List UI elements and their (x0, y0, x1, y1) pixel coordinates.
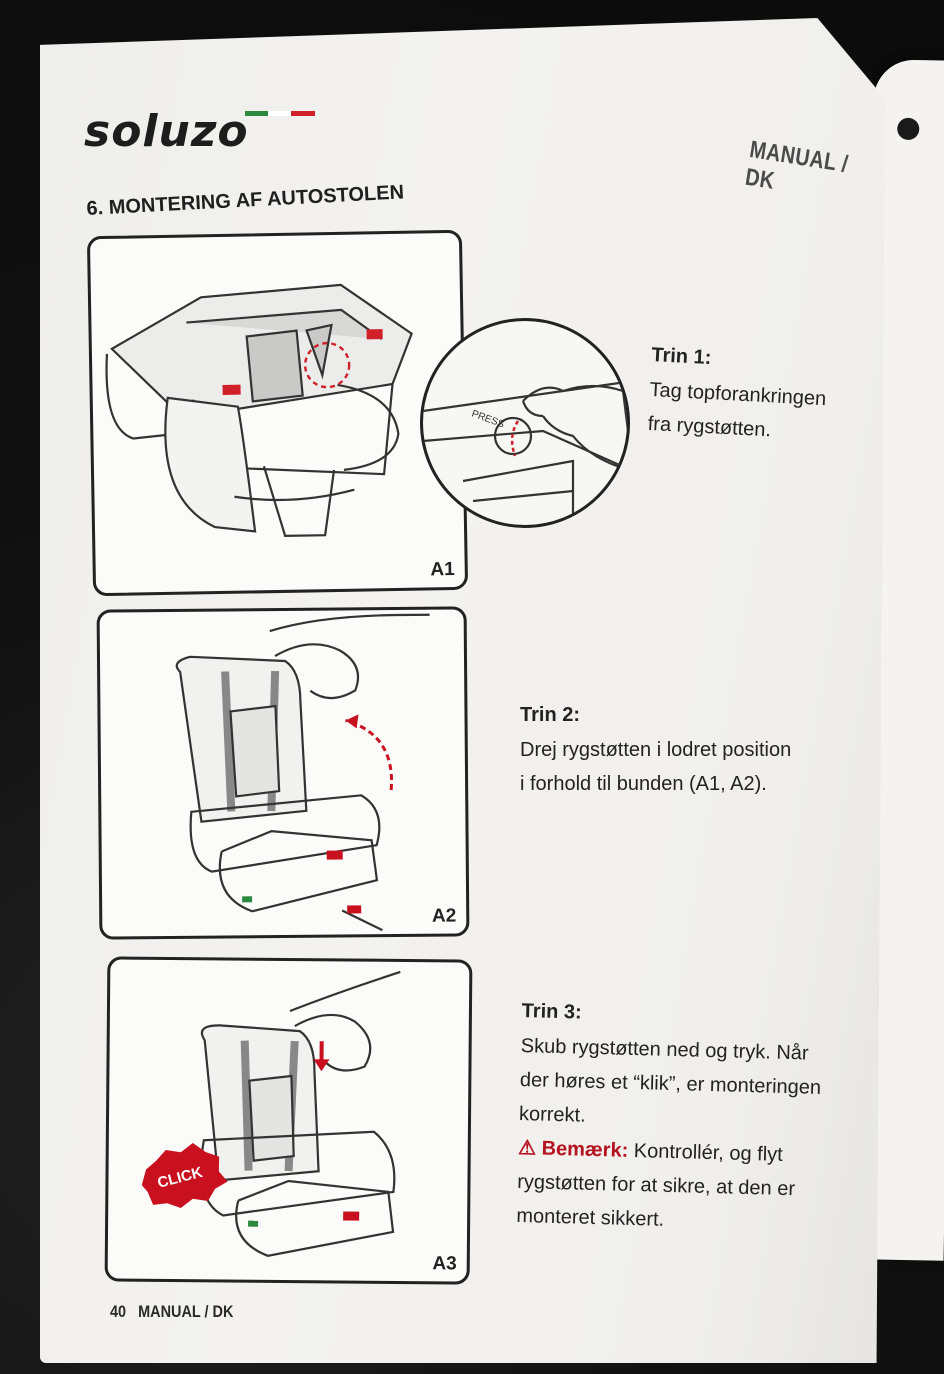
illustration-panel-a2: A2 (96, 606, 470, 940)
car-seat-upright-icon (175, 613, 430, 932)
step-2-line-2: i forhold til bunden (A1, A2). (520, 773, 767, 795)
step-2-title: Trin 2: (520, 704, 581, 726)
car-seat-click-icon: CLICK (141, 970, 401, 1257)
binder-hole-icon (897, 117, 920, 141)
step-1: Trin 1: Tag topforankringen fra rygstøtt… (647, 344, 829, 450)
header-section-label: MANUAL / DK (743, 136, 850, 195)
step-3: Trin 3: Skub rygstøtten ned og tryk. Når… (516, 1000, 823, 1241)
step-2: Trin 2: Drej rygstøtten i lodret positio… (520, 704, 791, 801)
press-button-zoom-icon: PRESS (423, 379, 627, 525)
press-text: PRESS (470, 408, 506, 430)
page-number: 40 (110, 1302, 127, 1321)
warning-label: ⚠ Bemærk: (517, 1136, 629, 1162)
logo-flag-bar (245, 111, 315, 116)
panel-label-a3: A3 (432, 1253, 457, 1275)
illustration-panel-a1: A1 (86, 229, 469, 597)
panel-label-a1: A1 (430, 558, 455, 581)
panel-label-a2: A2 (431, 905, 457, 927)
step-2-line-1: Drej rygstøtten i lodret position (520, 739, 792, 761)
footer-label: MANUAL / DK (138, 1302, 234, 1321)
illustration-panel-a3: CLICK A3 (104, 956, 473, 1285)
manual-page: soluzo MANUAL / DK 6. MONTERING AF AUTOS… (40, 18, 885, 1363)
step-3-title: Trin 3: (521, 1000, 582, 1024)
click-badge-icon: CLICK (141, 1142, 228, 1209)
zoom-detail-circle: PRESS (420, 318, 630, 528)
warning-line-1: Kontrollér, og flyt (627, 1139, 784, 1166)
page-footer: 40 MANUAL / DK (110, 1302, 233, 1322)
car-seat-folded-icon (105, 283, 413, 537)
brand-logo: soluzo (84, 106, 249, 157)
section-title: 6. MONTERING AF AUTOSTOLEN (86, 181, 405, 220)
step-1-title: Trin 1: (650, 344, 712, 370)
